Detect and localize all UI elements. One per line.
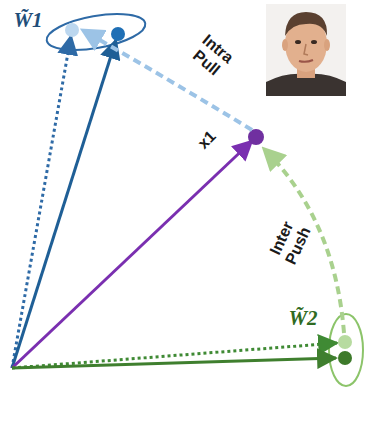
weight-label: W̃2 [288, 306, 317, 331]
push-label: Inter Push [264, 214, 315, 269]
face-photo [266, 4, 346, 96]
pull-label: Intra Pull [184, 28, 241, 84]
feature-label: x1 [194, 127, 219, 152]
weight-label: W̃1 [13, 8, 42, 33]
